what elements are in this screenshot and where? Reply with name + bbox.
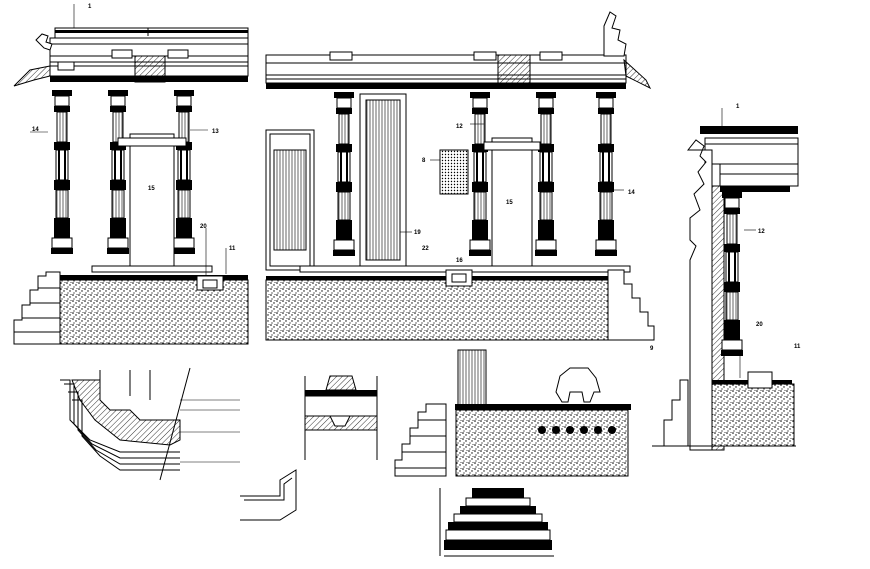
callout-number: 15 (506, 200, 513, 206)
left-elevation (13, 27, 249, 345)
callout-number: 14 (628, 190, 635, 196)
callout-number: 14 (32, 127, 39, 133)
callout-number: 22 (422, 246, 429, 252)
roof-corner-detail (60, 367, 297, 521)
callout-number: 11 (794, 344, 801, 350)
center-elevation (265, 11, 655, 341)
callout-number: 19 (414, 230, 421, 236)
callout-number: 1 (88, 4, 92, 10)
callout-number: 9 (650, 346, 654, 352)
callout-number: 11 (229, 246, 236, 252)
parapet-detail (304, 375, 378, 460)
callout-number: 12 (758, 229, 765, 235)
steps-elephant-detail (394, 349, 631, 477)
callout-number: 1 (736, 104, 740, 110)
callouts: 1 14 13 15 20 11 8 19 15 14 12 22 16 1 1… (32, 4, 801, 352)
leader-lines (30, 4, 756, 378)
stepped-plinth-detail (439, 488, 554, 557)
callout-number: 20 (200, 224, 207, 230)
callout-number: 13 (212, 129, 219, 135)
callout-number: 12 (456, 124, 463, 130)
callout-number: 15 (148, 186, 155, 192)
right-section (652, 126, 799, 451)
callout-number: 16 (456, 258, 463, 264)
callout-number: 20 (756, 322, 763, 328)
callout-number: 8 (422, 158, 426, 164)
